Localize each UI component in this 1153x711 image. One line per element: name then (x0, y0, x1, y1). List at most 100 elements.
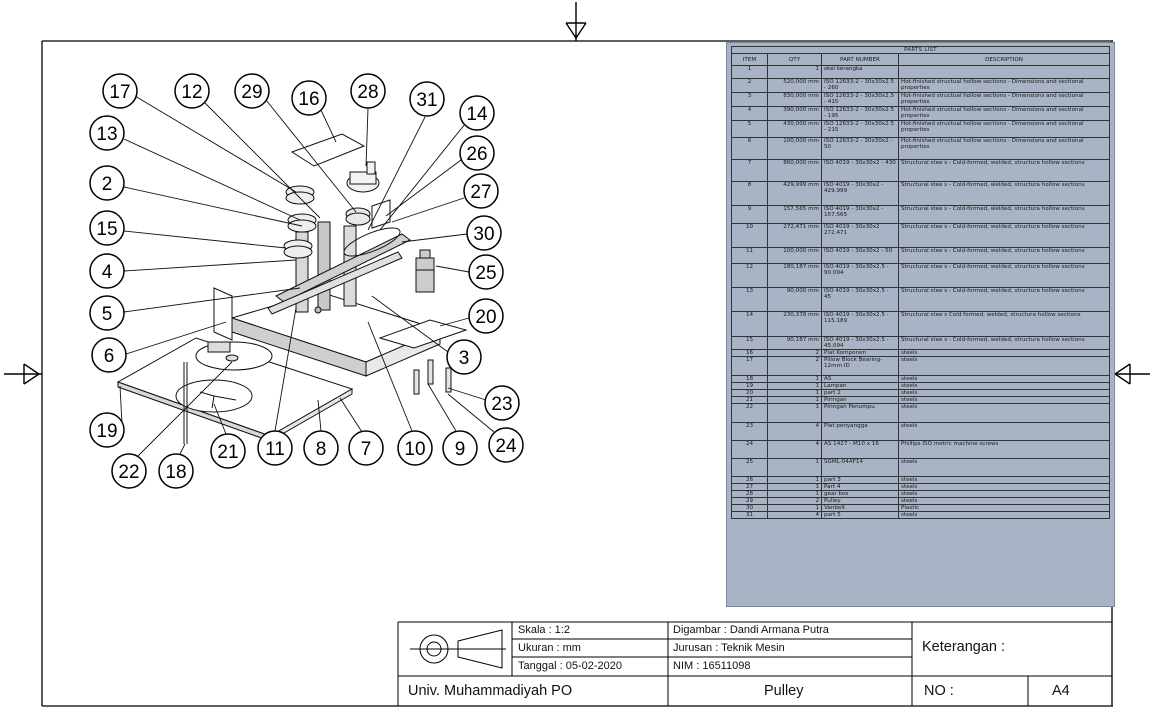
header-part-number: PART NUMBER (821, 53, 899, 66)
part-number-cell: gear box (821, 490, 899, 498)
part-description-cell: Structural stee s Cold formed, welded, s… (898, 311, 1110, 337)
callout-number: 22 (118, 462, 139, 483)
callout-circle (291, 80, 327, 116)
callout-number: 9 (455, 439, 466, 460)
callout-balloon: 11 (257, 430, 293, 466)
part-qty-cell: 4 (767, 422, 822, 441)
part-item-cell: 27 (731, 483, 768, 491)
parts-list-table: PARTS LIST ITEM QTY PART NUMBER DESCRIPT… (731, 46, 1110, 519)
part-item-cell: 10 (731, 223, 768, 248)
parts-list-title: PARTS LIST (731, 46, 1110, 54)
callout-balloon: 29 (234, 73, 270, 109)
callout-balloon: 4 (89, 253, 125, 289)
part-description-cell: Structural stee s - Cold-formed, welded,… (898, 287, 1110, 312)
pulley-stack (283, 185, 317, 259)
callout-balloon: 6 (91, 337, 127, 373)
part-number-cell: part 5 (821, 511, 899, 519)
part-description-cell: steels (898, 382, 1110, 390)
part-item-cell: 17 (731, 356, 768, 376)
part-description-cell: steels (898, 458, 1110, 477)
part-qty-cell: 90,000 mm (767, 287, 822, 312)
beam-lower (267, 251, 403, 315)
part-number-cell: SGML-04AF14 (821, 458, 899, 477)
part-item-cell: 8 (731, 181, 768, 206)
part-item-cell: 4 (731, 106, 768, 121)
callout-circle (210, 433, 246, 469)
callout-circle (89, 253, 125, 289)
part-qty-cell: 230,378 mm (767, 311, 822, 337)
part-qty-cell: 2 (767, 349, 822, 357)
part-qty-cell: 1 (767, 65, 822, 79)
vanbelt (343, 227, 401, 257)
callout-number: 20 (475, 307, 496, 328)
callout-balloon: 23 (484, 385, 520, 421)
part-description-cell: Structural stee s - Cold-formed, welded,… (898, 336, 1110, 350)
part-item-cell: 14 (731, 311, 768, 337)
callout-circle (466, 215, 502, 251)
part-description-cell: steels (898, 389, 1110, 397)
part-number-cell: ISO 4019 - 30x30x2.5 - 45.094 (821, 336, 899, 350)
part-description-cell: Phillips ISO metric machine screws (898, 440, 1110, 459)
part-item-cell: 28 (731, 490, 768, 498)
part-qty-cell: 860,000 mm (767, 159, 822, 182)
callout-balloon: 27 (463, 173, 499, 209)
leader-lines (119, 95, 495, 457)
callout-number: 3 (459, 348, 470, 369)
callout-number: 5 (102, 304, 113, 325)
assembly-drawing (116, 133, 468, 444)
part-number-cell: ISO 4019 - 30x30x2 - 429.999 (821, 181, 899, 206)
part-qty-cell: 2 (767, 497, 822, 505)
callout-balloon: 19 (89, 412, 125, 448)
part-number-cell: AS (821, 375, 899, 383)
callout-circle (397, 430, 433, 466)
callout-circle (446, 339, 482, 375)
callout-number: 21 (217, 442, 238, 463)
callout-number: 26 (466, 144, 487, 165)
center-mark-left (4, 363, 42, 385)
callout-balloon: 28 (350, 73, 386, 109)
part-number-cell: ISO 4019 - 30x30x2 272.471 (821, 223, 899, 248)
part-number-cell: ISO 12633-2 - 30x30x2 - 50 (821, 137, 899, 160)
callout-number: 11 (265, 439, 285, 460)
part-qty-cell: 430,000 mm (767, 120, 822, 138)
callout-circle (111, 453, 147, 489)
part-description-cell: Hot-finished structual hollow sections -… (898, 137, 1110, 160)
part-qty-cell: 1 (767, 490, 822, 498)
part-number-cell: ISO 12633-2 - 30x30x2.5 - 215 (821, 120, 899, 138)
callout-balloon: 14 (459, 95, 495, 131)
part-description-cell: Structural stee s - Cold-formed, welded,… (898, 181, 1110, 206)
part-description-cell: Structural stee s - Cold-formed, welded,… (898, 205, 1110, 224)
part-item-cell: 19 (731, 382, 768, 390)
callout-number: 27 (470, 182, 491, 203)
part-qty-cell: 1 (767, 389, 822, 397)
part-description-cell: steels (898, 349, 1110, 357)
part-description-cell: steels (898, 396, 1110, 404)
part-item-cell: 29 (731, 497, 768, 505)
callout-circle (488, 427, 524, 463)
projection-symbol-icon (410, 629, 506, 669)
callout-balloon: 8 (303, 430, 339, 466)
part-description-cell: Structural stee s - Cold-formed, welded,… (898, 263, 1110, 288)
part-number-cell: Vanbelt (821, 504, 899, 512)
part-qty-cell: 4 (767, 440, 822, 459)
callout-circle (463, 173, 499, 209)
callout-number: 14 (466, 104, 488, 125)
callout-balloon: 31 (409, 81, 445, 117)
callout-number: 4 (102, 262, 113, 283)
upright-panel (213, 287, 233, 341)
part-number-cell: ISO 12633-2 - 30x30x2.5 - 415 (821, 92, 899, 107)
callout-circle (257, 430, 293, 466)
callout-number: 18 (165, 462, 186, 483)
callout-circle (234, 73, 270, 109)
part-description-cell: steels (898, 497, 1110, 505)
